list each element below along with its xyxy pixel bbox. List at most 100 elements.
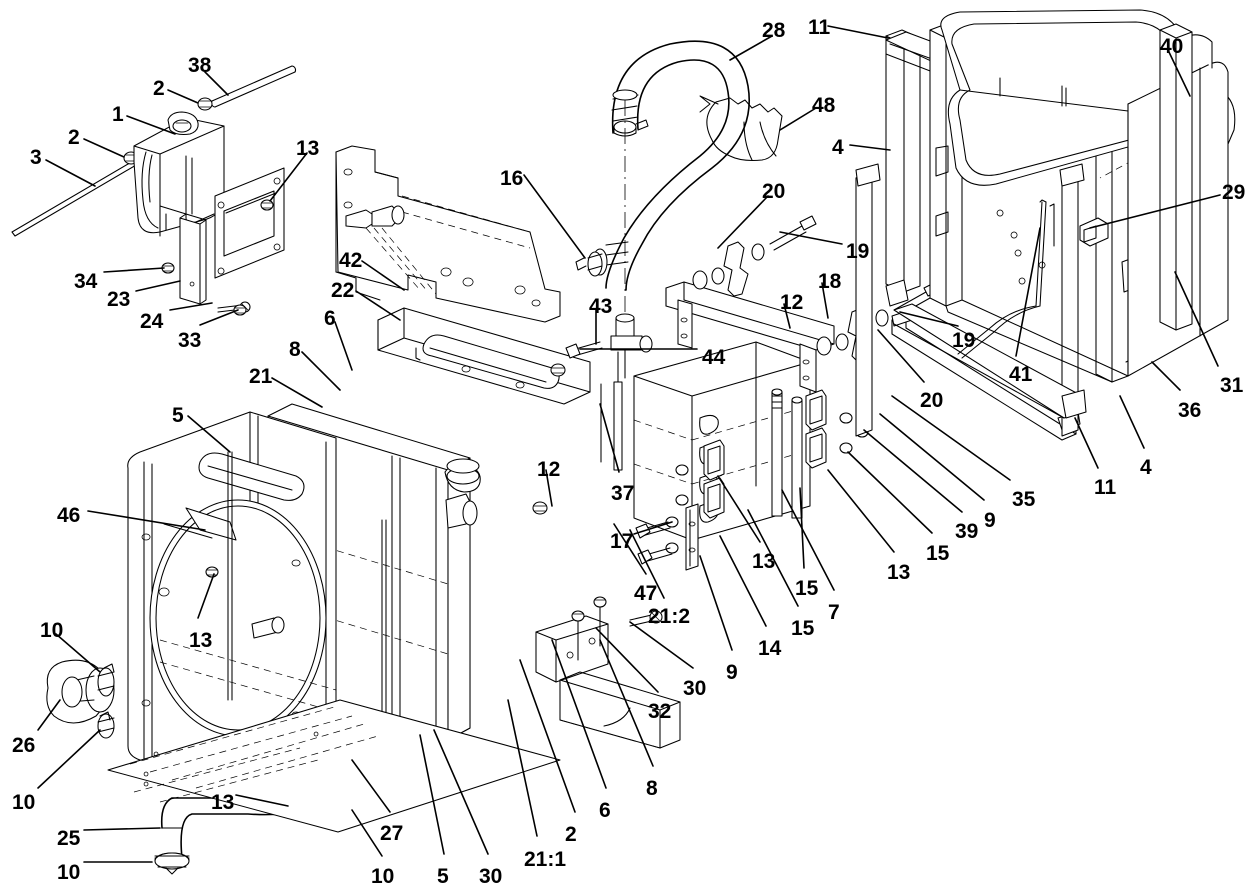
callout-label-27: 27 — [380, 822, 404, 845]
leader-line-40 — [1167, 49, 1191, 97]
callout-label-20: 20 — [920, 389, 944, 412]
leader-line-10 — [55, 633, 101, 673]
callout-label-11: 11 — [1094, 476, 1117, 499]
leader-line-5 — [187, 415, 231, 453]
part-clamp-10c — [154, 852, 190, 875]
part-screw-13-upper — [260, 199, 274, 211]
callout-label-22: 22 — [331, 279, 355, 302]
leader-line-46 — [87, 510, 206, 531]
leader-line-35 — [891, 395, 1011, 481]
part-bolt-30a — [571, 610, 585, 661]
callout-label-16: 16 — [500, 167, 524, 190]
leader-line-6 — [334, 321, 353, 371]
callout-label-2: 2 — [153, 77, 165, 100]
leader-line-9 — [699, 555, 733, 651]
part-nut-2a — [197, 97, 213, 111]
leader-line-13 — [269, 152, 308, 202]
leader-line-14 — [719, 535, 767, 627]
part-brace-41 — [957, 199, 1047, 359]
leader-line-2 — [83, 138, 125, 158]
part-clamp-10b — [97, 711, 115, 739]
leader-line-15 — [847, 451, 933, 534]
leader-line-5 — [419, 734, 445, 855]
part-hose-28 — [592, 40, 750, 291]
leader-line-29 — [1089, 194, 1221, 229]
part-pipe-43 — [600, 100, 653, 471]
leader-line-39 — [863, 429, 963, 513]
leader-line-12 — [545, 469, 553, 507]
leader-line-34 — [103, 267, 165, 273]
leader-line-19 — [899, 311, 959, 327]
callout-label-37: 37 — [611, 482, 635, 505]
callout-label-28: 28 — [762, 19, 786, 42]
leader-line-19 — [779, 231, 843, 245]
callout-label-6: 6 — [324, 307, 336, 330]
leader-line-30 — [433, 729, 489, 855]
callout-label-30: 30 — [683, 677, 707, 700]
part-clamp-10a — [97, 663, 115, 697]
part-plate-24 — [214, 167, 285, 279]
leader-line-2 — [519, 659, 576, 813]
leader-line-21-1 — [507, 699, 538, 837]
part-hose-clamp-16a — [613, 119, 649, 137]
callout-label-5: 5 — [172, 404, 184, 427]
callout-label-26: 26 — [12, 734, 36, 757]
callout-label-9: 9 — [726, 661, 738, 684]
callout-label-40: 40 — [1160, 35, 1184, 58]
leader-line-25 — [83, 827, 161, 831]
leader-line-6 — [551, 639, 607, 789]
callout-label-8: 8 — [289, 338, 301, 361]
leader-line-48 — [779, 107, 817, 131]
leader-line-3 — [45, 159, 96, 187]
callout-label-11: 11 — [808, 16, 831, 39]
leader-line-21 — [271, 377, 323, 408]
callout-label-13: 13 — [752, 550, 776, 573]
leader-line-13 — [827, 469, 895, 553]
callout-label-36: 36 — [1178, 399, 1202, 422]
callout-label-10: 10 — [40, 619, 64, 642]
part-bracket-23 — [179, 213, 207, 305]
callout-label-10: 10 — [371, 865, 395, 888]
callout-label-10: 10 — [12, 791, 36, 814]
part-hose-clamp-16b — [575, 251, 603, 277]
part-rail-27 — [107, 699, 561, 833]
callout-label-30: 30 — [479, 865, 503, 888]
leader-line-10 — [351, 809, 383, 857]
part-radiator-side-tank — [444, 457, 481, 741]
leader-line-27 — [351, 759, 391, 813]
callout-label-48: 48 — [812, 94, 836, 117]
part-mount-plate-22 — [335, 145, 561, 323]
leader-line-18 — [821, 282, 829, 319]
part-rod-3 — [11, 156, 144, 237]
leader-line-38 — [204, 71, 229, 96]
callout-label-18: 18 — [818, 270, 842, 293]
part-washer-12 — [532, 501, 548, 515]
leader-line-7 — [781, 489, 835, 591]
callout-label-44: 44 — [702, 346, 726, 369]
callout-label-15: 15 — [795, 577, 819, 600]
leader-line-15 — [799, 487, 805, 569]
part-screw-13-lower — [233, 304, 247, 316]
callout-label-21-2: 21:2 — [648, 605, 691, 628]
callout-label-35: 35 — [1012, 488, 1036, 511]
leader-line-1 — [126, 115, 176, 135]
leader-line-13 — [717, 475, 761, 543]
callout-label-25: 25 — [57, 827, 81, 850]
callout-label-19: 19 — [846, 240, 870, 263]
callout-label-32: 32 — [648, 700, 672, 723]
leader-line-36 — [1151, 361, 1181, 391]
leader-line-33 — [199, 309, 239, 326]
callout-label-19: 19 — [952, 329, 976, 352]
callout-label-7: 7 — [828, 601, 840, 624]
callout-label-39: 39 — [955, 520, 979, 543]
leader-line-8 — [301, 351, 341, 391]
callout-label-14: 14 — [758, 637, 782, 660]
leader-line-9 — [879, 413, 985, 501]
callout-label-47: 47 — [634, 582, 658, 605]
leader-line-12 — [783, 303, 791, 329]
leader-line-20 — [877, 329, 925, 383]
callout-label-15: 15 — [791, 617, 815, 640]
part-bolt-44 — [565, 341, 603, 359]
leader-line-22 — [355, 290, 401, 321]
